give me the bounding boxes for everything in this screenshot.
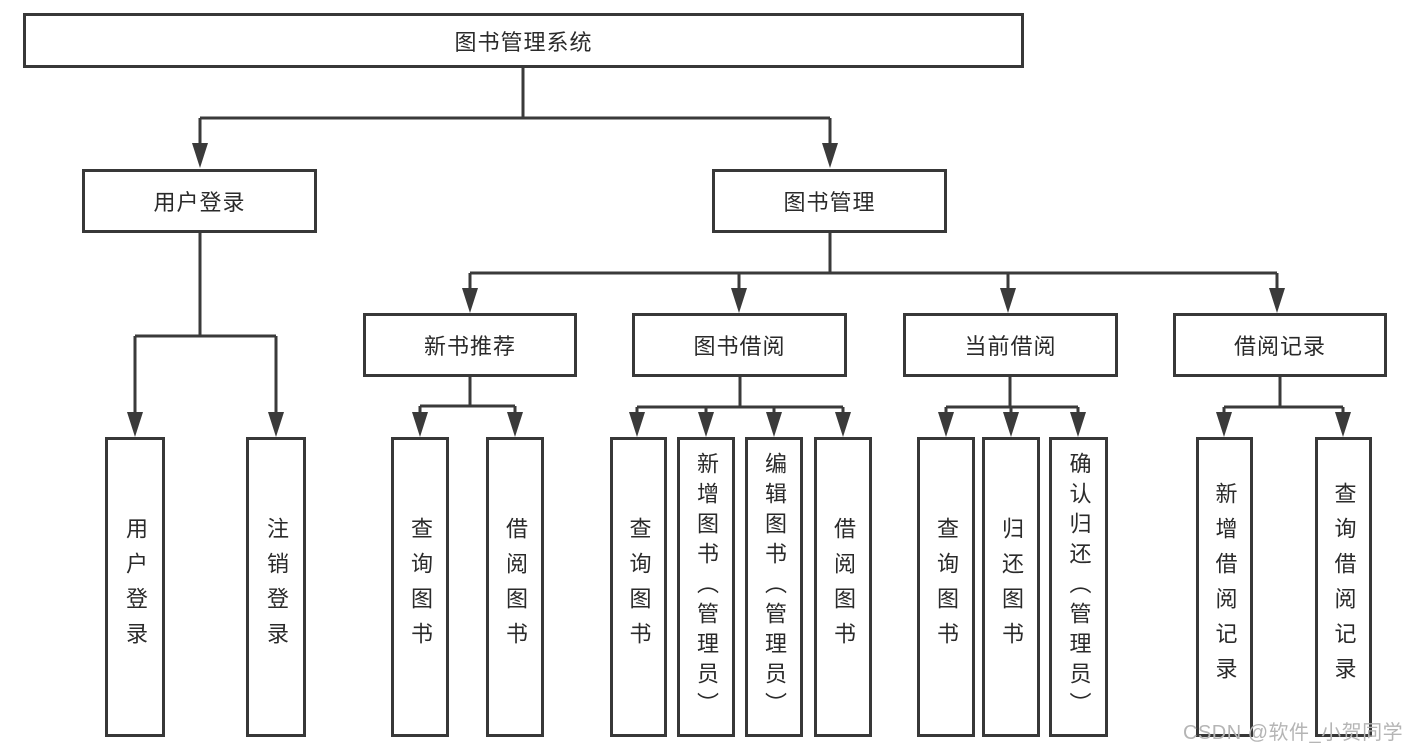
leaf-add-book-admin: 新增图书（管理员） [677,437,735,737]
leaf-return-books-label: 归还图书 [999,517,1024,657]
leaf-logout-label: 注销登录 [264,517,289,657]
leaf-user-login: 用户登录 [105,437,165,737]
leaf-borrow-books-recommend-label: 借阅图书 [503,517,528,657]
leaf-query-books-current-label: 查询图书 [934,517,959,657]
leaf-logout: 注销登录 [246,437,306,737]
node-new-book-recommend: 新书推荐 [363,313,577,377]
leaf-user-login-label: 用户登录 [123,517,148,657]
node-borrowing-records: 借阅记录 [1173,313,1387,377]
node-root: 图书管理系统 [23,13,1024,68]
leaf-query-borrow-record-label: 查询借阅记录 [1331,482,1357,692]
node-book-borrowing: 图书借阅 [632,313,847,377]
node-book-borrowing-label: 图书借阅 [693,334,786,359]
leaf-borrow-books-label: 借阅图书 [831,517,856,657]
node-borrowing-records-label: 借阅记录 [1233,334,1326,359]
leaf-borrow-books: 借阅图书 [814,437,872,737]
leaf-edit-book-admin-label: 编辑图书（管理员） [762,452,787,722]
node-book-management-label: 图书管理 [783,190,876,215]
leaf-confirm-return-admin-label: 确认归还（管理员） [1066,452,1092,722]
leaf-add-book-admin-label: 新增图书（管理员） [694,452,719,722]
leaf-query-books-recommend: 查询图书 [391,437,449,737]
node-current-borrowing: 当前借阅 [903,313,1118,377]
leaf-query-books-current: 查询图书 [917,437,975,737]
node-user-login-label: 用户登录 [153,190,246,215]
leaf-query-borrow-record: 查询借阅记录 [1315,437,1372,737]
leaf-query-books-borrowing-label: 查询图书 [626,517,652,657]
leaf-query-books-recommend-label: 查询图书 [408,517,433,657]
leaf-query-books-borrowing: 查询图书 [610,437,667,737]
leaf-add-borrow-record-label: 新增借阅记录 [1212,482,1238,692]
leaf-borrow-books-recommend: 借阅图书 [486,437,544,737]
watermark: CSDN @软件_小贺同学 [1183,722,1404,744]
node-user-login: 用户登录 [82,169,317,233]
node-root-label: 图书管理系统 [454,29,593,55]
node-book-management: 图书管理 [712,169,947,233]
leaf-confirm-return-admin: 确认归还（管理员） [1049,437,1108,737]
leaf-add-borrow-record: 新增借阅记录 [1196,437,1253,737]
node-current-borrowing-label: 当前借阅 [964,334,1057,359]
leaf-return-books: 归还图书 [982,437,1040,737]
node-new-book-recommend-label: 新书推荐 [423,334,516,359]
leaf-edit-book-admin: 编辑图书（管理员） [745,437,803,737]
